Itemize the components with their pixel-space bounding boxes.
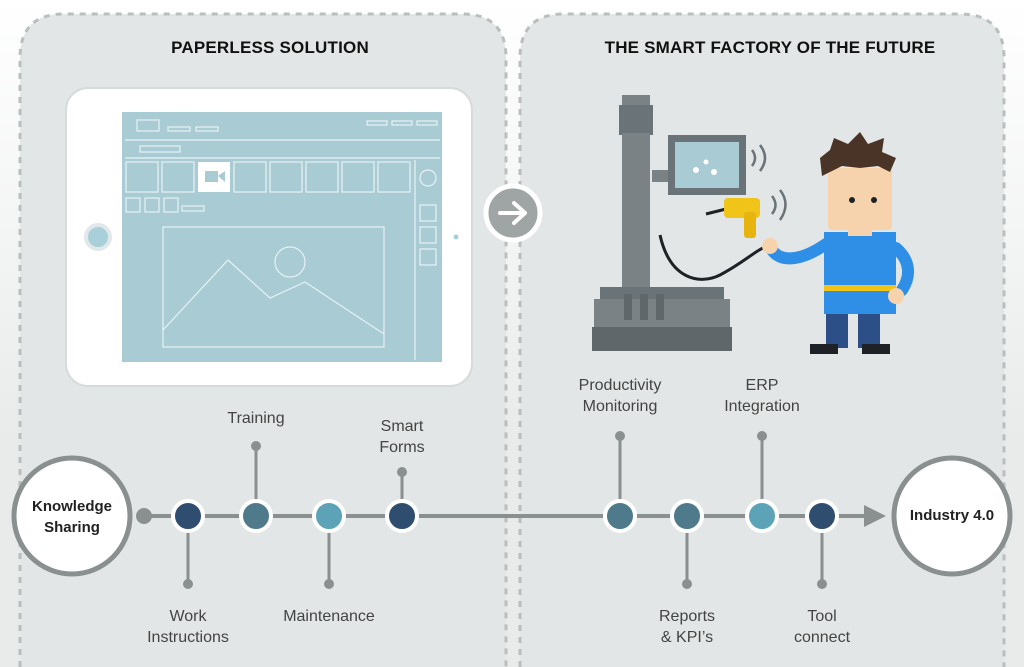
tablet-icon: [65, 87, 473, 387]
node-erp-integration: [745, 499, 779, 533]
label-work-instructions: Work Instructions: [147, 608, 229, 646]
stems-below: [186, 532, 824, 584]
label-training: Training: [227, 410, 285, 427]
drill-icon: [705, 189, 787, 238]
start-label: Knowledge Sharing: [31, 498, 112, 536]
node-tool-connect: [805, 499, 839, 533]
node-smart-forms: [385, 499, 419, 533]
node-maintenance: [312, 499, 346, 533]
worker-icon: [762, 132, 914, 354]
node-work-instructions: [171, 499, 205, 533]
label-erp-integration: ERP Integration: [724, 377, 800, 415]
node-training: [239, 499, 273, 533]
label-productivity-monitoring: Productivity Monitoring: [578, 377, 662, 415]
label-maintenance: Maintenance: [283, 608, 375, 625]
arrow-right-icon: [483, 183, 543, 243]
paperless-title: PAPERLESS SOLUTION: [171, 38, 369, 57]
node-productivity-monitoring: [603, 499, 637, 533]
label-reports-kpis: Reports & KPI’s: [658, 608, 716, 646]
timeline-arrowhead: [864, 505, 886, 527]
label-tool-connect: Tool connect: [793, 608, 851, 646]
node-reports-kpis: [670, 499, 704, 533]
end-label: Industry 4.0: [909, 507, 995, 524]
industry-circle: [891, 455, 1013, 577]
label-smart-forms: Smart Forms: [379, 418, 425, 456]
machine-icon: [592, 95, 771, 351]
knowledge-sharing-circle: [11, 455, 133, 577]
smart-factory-title: THE SMART FACTORY OF THE FUTURE: [604, 38, 936, 57]
